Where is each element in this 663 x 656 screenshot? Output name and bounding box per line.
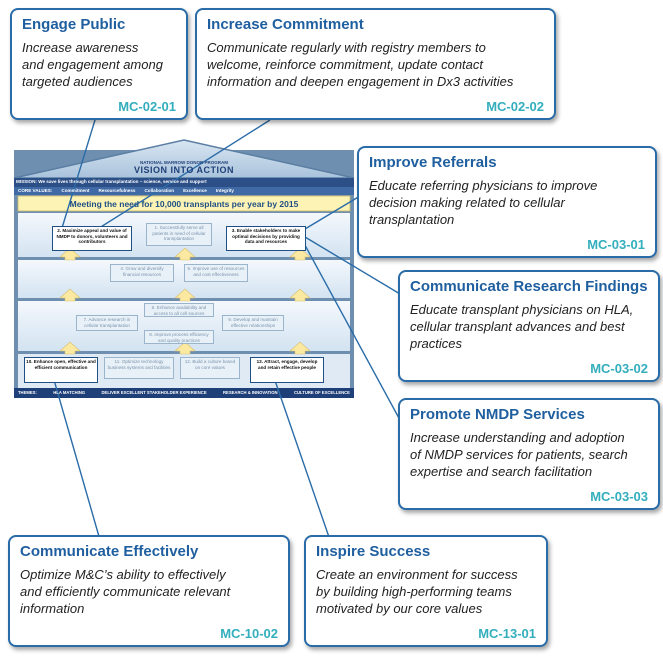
objective-box-2: 2. Maximize appeal and value of NMDP to …	[52, 226, 132, 251]
core-value: Collaboration	[144, 188, 175, 193]
callout-communicate-effectively: Communicate Effectively Optimize M&C’s a…	[8, 535, 290, 647]
callout-title: Increase Commitment	[207, 16, 364, 33]
core-values-row: CORE VALUES: Commitment Resourcefulness …	[18, 188, 350, 194]
objective-box-13: 13. Attract, engage, develop and retain …	[250, 357, 324, 383]
core-value: Resourcefulness	[98, 188, 136, 193]
objective-box-4: 4. Grow and diversify financial resource…	[110, 264, 174, 282]
objective-box-7: 7. Advance research in cellular transpla…	[76, 315, 138, 331]
objective-box-9: 9. Develop and maintain effective relati…	[222, 315, 284, 331]
theme-item: CULTURE OF EXCELLENCE	[293, 390, 350, 395]
callout-code: MC-10-02	[220, 626, 278, 641]
objective-box-10: 10. Enhance open, effective and efficien…	[24, 357, 98, 383]
mission-text: MISSION: We save lives through cellular …	[16, 179, 207, 184]
callout-inspire-success: Inspire Success Create an environment fo…	[304, 535, 548, 647]
callout-code: MC-03-02	[590, 361, 648, 376]
theme-item: RESEARCH & INNOVATION	[223, 390, 278, 395]
objective-box-5: 5. Improve use of resources and cost eff…	[184, 264, 248, 282]
callout-code: MC-03-01	[587, 237, 645, 252]
callout-improve-referrals: Improve Referrals Educate referring phys…	[357, 146, 657, 258]
callout-increase-commitment: Increase Commitment Communicate regularl…	[195, 8, 556, 120]
objective-box-8: 8. Improve process efficiency and qualit…	[144, 330, 214, 344]
theme-item: HLA MATCHING	[53, 390, 86, 395]
roof-org: NATIONAL MARROW DONOR PROGRAM	[139, 160, 229, 165]
core-value: Integrity	[215, 188, 234, 193]
callout-description: Communicate regularly with registry memb…	[207, 40, 514, 89]
themes-row: THEMES: HLA MATCHING DELIVER EXCELLENT S…	[18, 389, 350, 397]
themes-label: THEMES:	[18, 390, 37, 395]
objective-box-12: 12. Build a culture based on core values	[180, 357, 240, 379]
callout-title: Communicate Research Findings	[410, 278, 648, 295]
objective-box-3: 3. Enable stakeholders to make optimal d…	[226, 226, 306, 251]
callout-code: MC-13-01	[478, 626, 536, 641]
goal-banner-text: Meeting the need for 10,000 transplants …	[69, 199, 299, 209]
callout-promote-nmdp-services: Promote NMDP Services Increase understan…	[398, 398, 660, 510]
objective-box-1: 1. Successfully serve all patients in ne…	[146, 223, 212, 246]
roof-title: VISION INTO ACTION	[133, 165, 234, 175]
callout-code: MC-03-03	[590, 489, 648, 504]
objective-box-6: 6. Enhance availability and access to al…	[144, 303, 214, 317]
callout-code: MC-02-02	[486, 99, 544, 114]
theme-item: DELIVER EXCELLENT STAKEHOLDER EXPERIENCE	[101, 390, 207, 395]
core-value: Commitment	[61, 188, 90, 193]
callout-code: MC-02-01	[118, 99, 176, 114]
core-values-label: CORE VALUES:	[18, 188, 53, 193]
callout-title: Communicate Effectively	[20, 543, 199, 560]
callout-title: Inspire Success	[316, 543, 431, 560]
callout-communicate-research-findings: Communicate Research Findings Educate tr…	[398, 270, 660, 382]
core-value: Excellence	[183, 188, 207, 193]
callout-title: Promote NMDP Services	[410, 406, 585, 423]
callout-title: Improve Referrals	[369, 154, 497, 171]
callout-title: Engage Public	[22, 16, 126, 33]
callout-description: Educate transplant physicians on HLA,cel…	[410, 302, 634, 351]
objective-box-11: 11. Optimize technology business systems…	[104, 357, 174, 379]
